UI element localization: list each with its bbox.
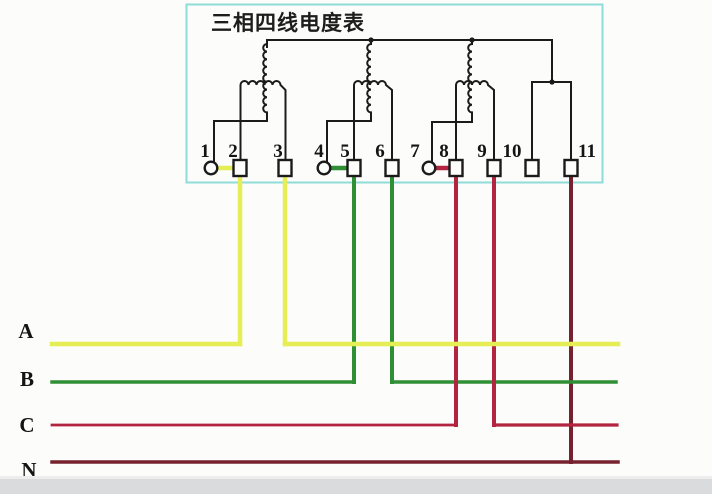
terminal-10-square [524,158,540,178]
meter-internal-wiring [213,37,572,163]
terminal-4-circle [316,160,332,176]
terminal-6-label: 6 [375,141,385,162]
element3-voltage-tap-wire [431,121,473,163]
phase-c-bus-label: C [19,413,34,437]
terminal-1-label: 1 [200,141,210,162]
terminal-2-square [232,158,248,178]
terminal-11-square [563,158,579,178]
terminal-2-label: 2 [228,141,238,162]
terminal-11-label: 11 [578,141,596,162]
element1-voltage-coil [262,39,268,122]
terminal-5-label: 5 [340,141,350,162]
meter-box [185,3,604,184]
terminal-3-square [277,158,293,178]
terminal-10-label: 10 [503,141,522,162]
terminal-5-square [346,158,362,178]
element2-voltage-tap-wire [326,120,372,163]
terminal-8-label: 8 [439,141,449,162]
terminal-9-square [486,158,502,178]
phase-c-wiring [50,165,619,427]
junction-dot [549,79,555,85]
meter-title: 三相四线电度表 [211,11,365,35]
terminal-9-label: 9 [477,141,487,162]
terminal-labels: 1 2 3 4 5 6 7 8 9 10 11 [200,141,596,162]
terminal-1-circle [203,160,219,176]
terminal-7-label: 7 [410,141,420,162]
terminal-block [203,158,579,178]
element3-voltage-coil [467,39,473,123]
element2-voltage-coil [366,39,372,122]
bottom-strip-fade [0,476,712,479]
element3-current-coil [455,80,495,161]
phase-b-wiring [50,165,618,384]
terminal-8-square [448,158,464,178]
neutral-wiring [50,173,620,464]
terminal-4-label: 4 [314,141,324,162]
element1-current-coil [239,80,287,161]
phase-b-bus-label: B [20,367,34,391]
terminal-3-label: 3 [273,141,283,162]
phase-a-bus-label: A [18,319,34,343]
terminal-6-square [384,158,400,178]
terminal-7-circle [421,160,437,176]
element2-current-coil [353,80,393,161]
phase-a-wiring [49,165,621,347]
element1-voltage-tap-wire [213,120,268,163]
bottom-strip [0,479,712,494]
bus-labels: A B C N [18,319,36,482]
